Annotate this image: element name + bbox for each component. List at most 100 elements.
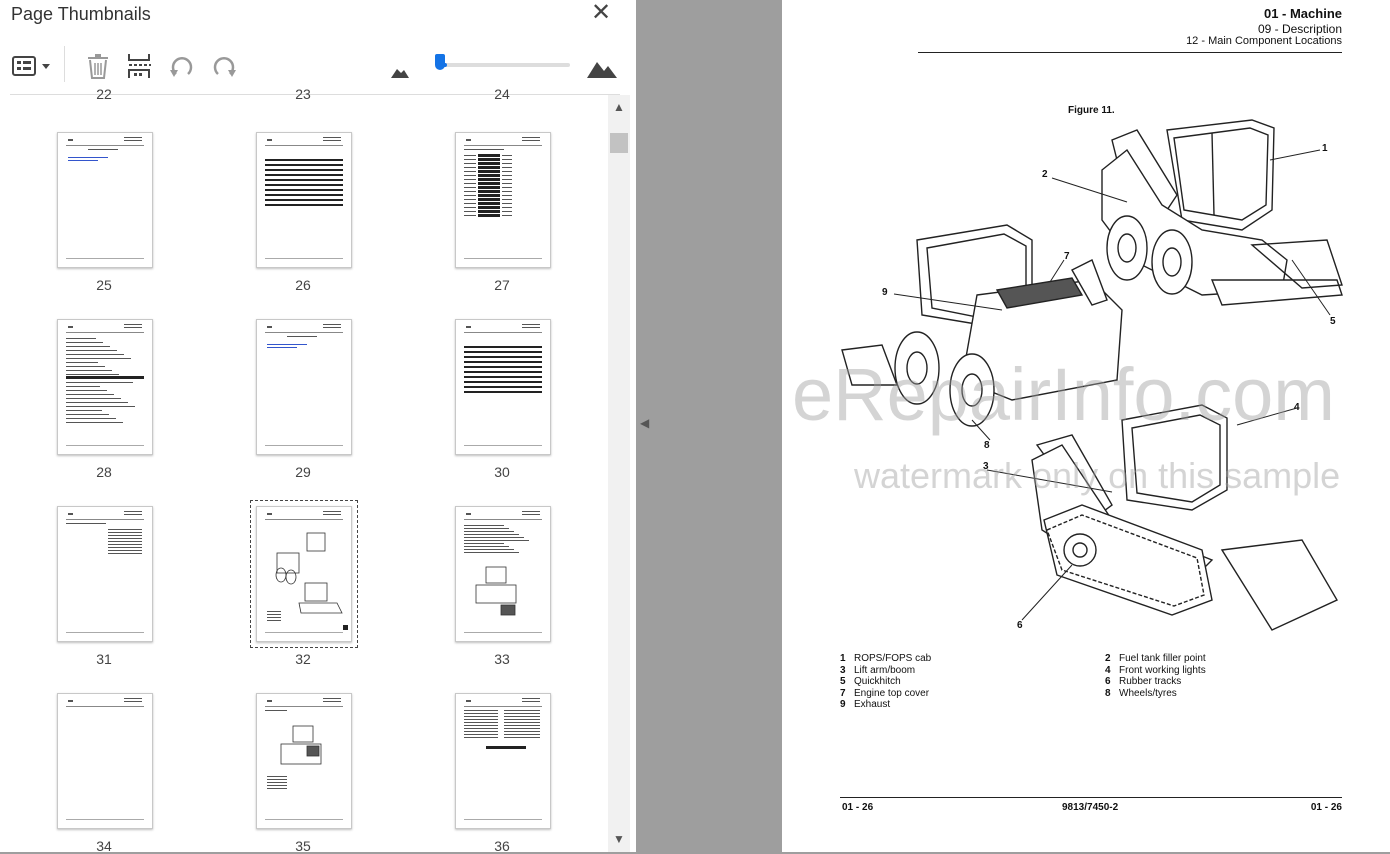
callout-9: 9 xyxy=(882,287,888,298)
legend-item: 7 Engine top cover xyxy=(840,688,929,699)
machine-illustration xyxy=(841,119,1343,631)
legend-text: Front working lights xyxy=(1119,664,1206,676)
footer-right: 01 - 26 xyxy=(1310,802,1342,813)
legend-item: 1 ROPS/FOPS cab xyxy=(840,653,931,664)
thumbnail-options-button[interactable] xyxy=(10,52,54,80)
small-mountain-icon xyxy=(391,69,409,78)
page-thumbnail[interactable] xyxy=(455,132,551,268)
slider-handle[interactable] xyxy=(435,54,445,70)
delete-pages-button[interactable] xyxy=(84,52,112,80)
page-label: 33 xyxy=(494,651,510,667)
header-subsection: 12 - Main Component Locations xyxy=(1186,35,1342,47)
watermark-main: eRepairInfo.com xyxy=(792,353,1335,436)
callout-6: 6 xyxy=(1017,620,1023,631)
legend-number: 6 xyxy=(1105,676,1111,687)
large-mountain-icon xyxy=(587,62,617,78)
legend-item: 2 Fuel tank filler point xyxy=(1105,653,1206,664)
page-thumbnails-panel: Page Thumbnails ✕ xyxy=(0,0,636,854)
callout-8: 8 xyxy=(984,440,990,451)
legend-text: ROPS/FOPS cab xyxy=(854,653,932,664)
thumbnail-size-slider[interactable] xyxy=(440,63,570,67)
collapse-panel-arrow-icon[interactable]: ◀ xyxy=(640,416,650,430)
toolbar-divider xyxy=(10,94,620,95)
header-rule xyxy=(918,52,1342,53)
callout-leader-lines xyxy=(893,149,1331,621)
page-thumbnail[interactable] xyxy=(455,693,551,829)
watermark-sub: watermark only on this sample xyxy=(854,455,1341,496)
legend-number: 5 xyxy=(840,676,846,687)
scroll-down-arrow-icon[interactable]: ▼ xyxy=(613,832,625,846)
legend-number: 9 xyxy=(840,699,846,710)
rotate-counterclockwise-icon xyxy=(170,57,193,77)
legend-text: Wheels/tyres xyxy=(1119,687,1177,699)
close-icon[interactable]: ✕ xyxy=(590,0,612,26)
legend-text: Quickhitch xyxy=(854,676,901,687)
legend-item: 9 Exhaust xyxy=(840,699,890,710)
page-label: 31 xyxy=(96,651,112,667)
legend-item: 4 Front working lights xyxy=(1105,665,1206,676)
page-label: 30 xyxy=(494,464,510,480)
callout-3: 3 xyxy=(983,461,989,472)
page-label: 29 xyxy=(295,464,311,480)
page-label: 22 xyxy=(96,86,112,102)
callout-5: 5 xyxy=(1330,316,1336,327)
legend-item: 6 Rubber tracks xyxy=(1105,676,1181,687)
page-label: 24 xyxy=(494,86,510,102)
document-background xyxy=(660,0,782,852)
callout-2: 2 xyxy=(1042,169,1048,180)
legend-text: Lift arm/boom xyxy=(854,664,916,676)
page-label: 28 xyxy=(96,464,112,480)
insert-pages-icon xyxy=(128,54,151,78)
rotate-clockwise-button[interactable] xyxy=(210,52,238,80)
document-page: 01 - Machine 09 - Description 12 - Main … xyxy=(782,0,1390,852)
page-thumbnail[interactable] xyxy=(256,693,352,829)
legend-text: Exhaust xyxy=(854,699,891,710)
footer-rule xyxy=(840,797,1342,798)
zoom-in-button[interactable] xyxy=(586,52,618,80)
page-label: 35 xyxy=(295,838,311,854)
scroll-up-arrow-icon[interactable]: ▲ xyxy=(613,100,625,114)
toolbar-separator xyxy=(64,46,65,82)
legend-text: Rubber tracks xyxy=(1119,676,1182,687)
thumbnails-scrollbar[interactable]: ▲ ▼ xyxy=(608,95,630,852)
rotate-counterclockwise-button[interactable] xyxy=(168,52,196,80)
page-thumbnail[interactable] xyxy=(256,319,352,455)
rotate-clockwise-icon xyxy=(213,57,236,77)
header-title: 01 - Machine xyxy=(1263,6,1342,21)
page-thumbnail[interactable] xyxy=(250,500,358,648)
tracked-loader xyxy=(1031,404,1338,631)
footer-center: 9813/7450-2 xyxy=(1062,802,1119,813)
page-label: 34 xyxy=(96,838,112,854)
legend-number: 7 xyxy=(840,687,846,699)
skid-steer-wheeled-rear xyxy=(1101,119,1343,306)
thumbnail-options-icon xyxy=(12,56,50,76)
page-thumbnail[interactable] xyxy=(57,506,153,642)
thumbnails-toolbar xyxy=(0,40,626,94)
legend-number: 3 xyxy=(840,664,846,676)
callout-1: 1 xyxy=(1322,143,1328,154)
insert-pages-button[interactable] xyxy=(126,52,154,80)
callout-7: 7 xyxy=(1064,251,1070,262)
page-thumbnail[interactable] xyxy=(455,319,551,455)
legend-number: 1 xyxy=(840,653,846,664)
callout-4: 4 xyxy=(1294,402,1300,413)
page-thumbnail[interactable] xyxy=(57,693,153,829)
page-label: 23 xyxy=(295,86,311,102)
page-thumbnail[interactable] xyxy=(57,319,153,455)
footer-left: 01 - 26 xyxy=(842,802,874,813)
legend-number: 4 xyxy=(1105,664,1111,676)
page-thumbnail[interactable] xyxy=(256,132,352,268)
zoom-out-button[interactable] xyxy=(390,52,410,80)
legend-number: 2 xyxy=(1105,653,1111,664)
legend-text: Fuel tank filler point xyxy=(1119,653,1206,664)
scrollbar-thumb[interactable] xyxy=(610,133,628,153)
trash-icon xyxy=(88,54,108,79)
legend-text: Engine top cover xyxy=(854,687,930,699)
figure-title: Figure 11. xyxy=(1068,105,1115,116)
page-thumbnail[interactable] xyxy=(455,506,551,642)
legend-item: 5 Quickhitch xyxy=(840,676,901,687)
page-label: 25 xyxy=(96,277,112,293)
page-thumbnail[interactable] xyxy=(57,132,153,268)
